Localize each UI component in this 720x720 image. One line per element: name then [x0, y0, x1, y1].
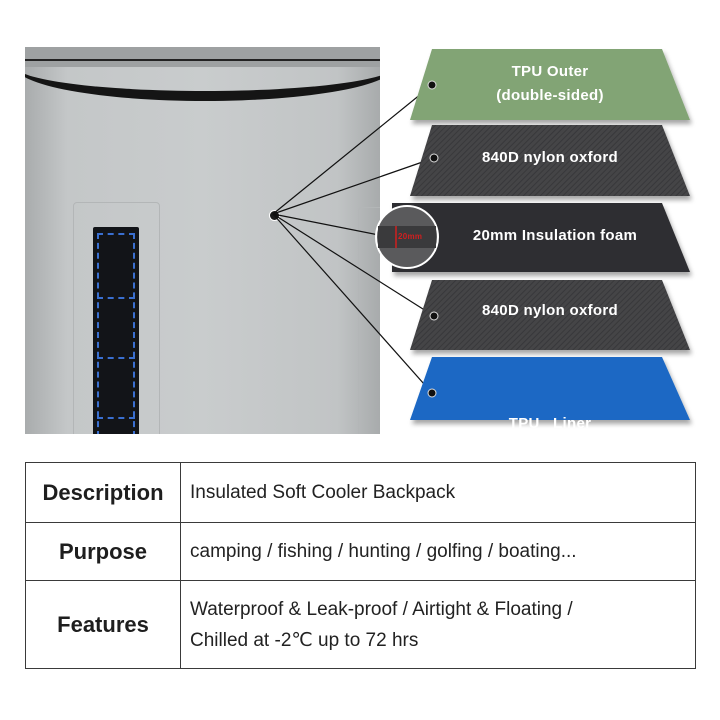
strap-stitch-right [133, 233, 135, 434]
layer-label-tpu-outer: TPU Outer (double-sided) [450, 60, 650, 108]
strap-stitch [97, 233, 135, 235]
connector-dot [427, 80, 437, 90]
molle-strap [93, 227, 139, 434]
product-photo [25, 47, 380, 434]
strap-stitch [97, 357, 135, 359]
layer-label-nylon-bottom: 840D nylon oxford [440, 299, 660, 323]
connector-dot [427, 388, 437, 398]
strap-stitch [97, 297, 135, 299]
strap-stitch [97, 417, 135, 419]
row-key: Description [26, 463, 181, 522]
callout-origin-dot [269, 210, 280, 221]
foam-thickness-label: 20mm [398, 232, 423, 241]
patch-seam-right [358, 207, 380, 434]
table-row: Features Waterproof & Leak-proof / Airti… [26, 581, 695, 668]
strap-stitch-left [97, 233, 99, 434]
row-value: Insulated Soft Cooler Backpack [181, 463, 695, 522]
layer-label-line: (double-sided) [496, 87, 604, 104]
connector-dot [429, 153, 439, 163]
layer-label-line: (double-sided) [496, 487, 604, 504]
row-key: Features [26, 581, 181, 668]
row-key: Purpose [26, 523, 181, 580]
spec-table: Description Insulated Soft Cooler Backpa… [25, 462, 696, 669]
row-value: Waterproof & Leak-proof / Airtight & Flo… [181, 581, 695, 668]
layer-label-foam: 20mm Insulation foam [450, 224, 660, 248]
patch-seam [73, 202, 160, 434]
layer-label-line: TPU Outer [511, 63, 589, 80]
row-value-line: Chilled at -2℃ up to 72 hrs [190, 629, 419, 651]
table-row: Purpose camping / fishing / hunting / go… [26, 523, 695, 581]
table-row: Description Insulated Soft Cooler Backpa… [26, 463, 695, 523]
layer-label-line: 840D nylon oxford [482, 302, 618, 319]
connector-dot [429, 311, 439, 321]
layer-label-line: 840D nylon oxford [482, 149, 618, 166]
layer-label-tpu-liner: TPU Liner (double-sided) [450, 364, 650, 532]
layer-label-nylon-top: 840D nylon oxford [440, 146, 660, 170]
row-value: camping / fishing / hunting / golfing / … [181, 523, 695, 580]
row-value-line: camping / fishing / hunting / golfing / … [190, 541, 577, 562]
layer-label-line: TPU Liner [508, 415, 592, 432]
layer-label-line: 20mm Insulation foam [472, 227, 638, 244]
row-value-line: Insulated Soft Cooler Backpack [190, 482, 456, 503]
zipper-seal [25, 59, 380, 101]
row-value-line: Waterproof & Leak-proof / Airtight & Flo… [190, 598, 573, 620]
